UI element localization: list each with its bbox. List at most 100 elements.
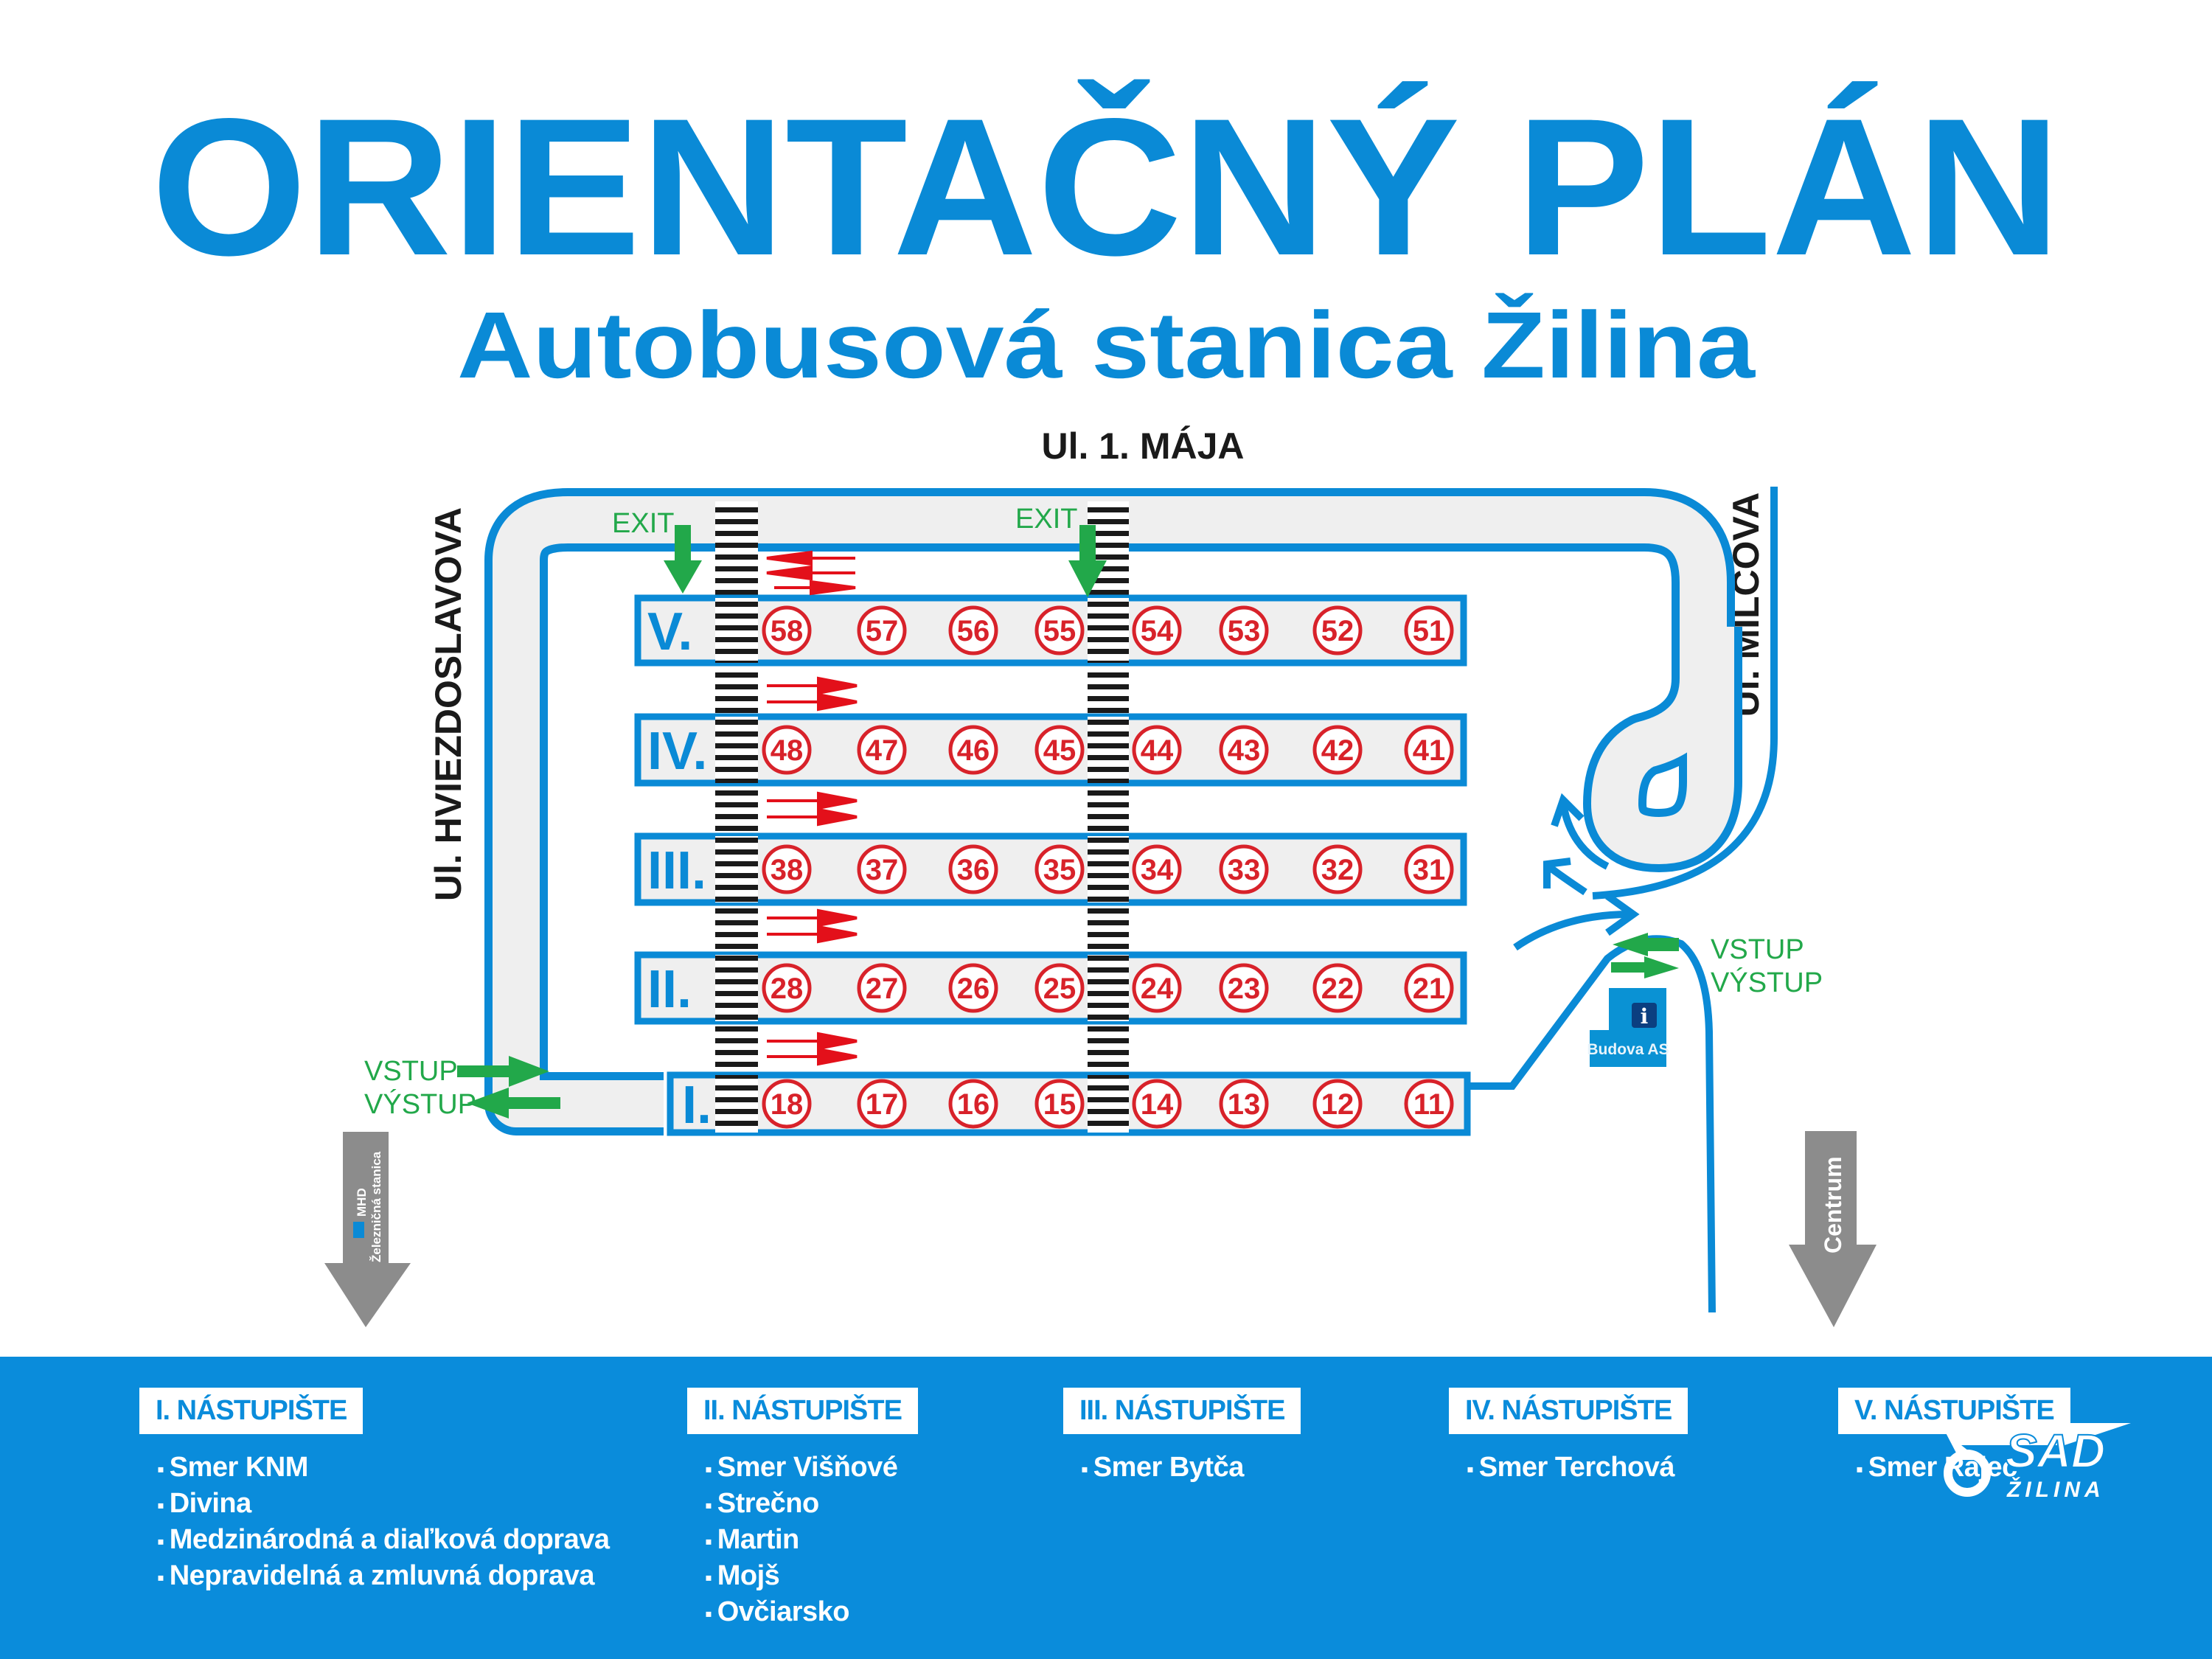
bay-marker [1132, 1079, 1182, 1129]
bay-marker [762, 1079, 812, 1129]
bay-number: 33 [1228, 854, 1261, 886]
exit-road-arrow-right [1611, 956, 1679, 978]
bay-number: 43 [1228, 734, 1261, 767]
bay-number: 44 [1141, 734, 1174, 767]
bay-marker [1404, 844, 1454, 894]
sad-zilina-logo: SAD ŽILINA [1941, 1423, 2131, 1499]
bay-marker [1404, 725, 1454, 775]
bay-number: 57 [866, 615, 899, 647]
bay-marker [948, 605, 998, 655]
entrance-label-right: VSTUP [1711, 934, 1804, 965]
platform-label: IV. [647, 722, 707, 781]
direction-arrow-centrum: Centrum [1789, 1131, 1877, 1327]
bay-marker [1312, 1079, 1363, 1129]
station-map: ORIENTAČNÝ PLÁN Autobusová stanica Žilin… [151, 77, 2061, 1327]
bay-marker [857, 1079, 907, 1129]
bay-number: 24 [1141, 973, 1174, 1005]
bay-number: 28 [771, 973, 804, 1005]
destination-item: Smer Rajec [1856, 1450, 2070, 1486]
entrance-label-left: VSTUP [364, 1056, 458, 1087]
bay-number: 46 [957, 734, 990, 767]
crosswalk-segment [715, 955, 758, 1021]
destination-item: Smer Višňové [705, 1450, 918, 1486]
bay-number: 56 [957, 615, 990, 647]
bay-number: 27 [866, 973, 899, 1005]
bay-number: 48 [771, 734, 804, 767]
legend-platform-2: II. NÁSTUPIŠTESmer VišňovéStrečnoMartinM… [687, 1388, 918, 1631]
bay-number: 13 [1228, 1088, 1261, 1121]
legend-title: V. NÁSTUPIŠTE [1838, 1388, 2070, 1434]
info-icon [1632, 1003, 1657, 1028]
bay-number: 51 [1413, 615, 1446, 647]
bay-number: 35 [1043, 854, 1077, 886]
destination-item: Smer KNM [157, 1450, 609, 1486]
entrance-arrow-left [457, 1056, 549, 1087]
bay-marker [1404, 1079, 1454, 1129]
bay-number: 55 [1043, 615, 1077, 647]
exit-label-right: EXIT [1015, 504, 1077, 535]
destination-item: Mojš [705, 1559, 918, 1595]
destination-item: Medzinárodná a diaľková doprava [157, 1523, 610, 1559]
bay-number: 31 [1413, 854, 1446, 886]
bay-marker [857, 844, 907, 894]
destination-item: Smer Terchová [1467, 1450, 1688, 1486]
crosswalk-segment [715, 598, 758, 663]
station-building[interactable]: i Budova AS [1587, 988, 1669, 1067]
platform-legend: I. NÁSTUPIŠTESmer KNMDivinaMedzinárodná … [0, 1357, 2212, 1659]
bay-number: 41 [1413, 734, 1446, 767]
bay-marker [1404, 605, 1454, 655]
legend-platform-3: III. NÁSTUPIŠTESmer Bytča [1063, 1388, 1301, 1486]
legend-platform-5: V. NÁSTUPIŠTE Smer Rajec [1838, 1388, 2070, 1486]
bay-marker [1312, 844, 1363, 894]
page-title: ORIENTAČNÝ PLÁN [151, 77, 2061, 296]
bay-marker [948, 963, 998, 1013]
bay-marker [1034, 844, 1085, 894]
bay-number: 52 [1321, 615, 1354, 647]
bay-number: 18 [771, 1088, 804, 1121]
page-subtitle: Autobusová stanica Žilina [457, 293, 1756, 398]
bus-icon [353, 1222, 364, 1238]
bay-number: 38 [771, 854, 804, 886]
bay-marker [1219, 963, 1269, 1013]
bay-number: 37 [866, 854, 899, 886]
bay-marker [1034, 1079, 1085, 1129]
svg-text:SAD: SAD [2006, 1425, 2105, 1478]
street-label-top: Ul. 1. MÁJA [1041, 425, 1244, 467]
bay-marker [1034, 605, 1085, 655]
bay-number: 58 [771, 615, 804, 647]
crosswalk-segment [1088, 836, 1129, 902]
bay-marker [857, 963, 907, 1013]
bay-number: 12 [1321, 1088, 1354, 1121]
bay-marker [1219, 605, 1269, 655]
platform-label: I. [682, 1076, 712, 1135]
building-label: Budova AS [1587, 1041, 1669, 1058]
direction-arrow-train-station: MHD Železničná stanica [324, 1132, 411, 1327]
bay-marker [762, 605, 812, 655]
bay-marker [857, 605, 907, 655]
bay-marker [1404, 963, 1454, 1013]
platform-label: II. [647, 960, 692, 1019]
svg-text:MHD: MHD [355, 1188, 369, 1217]
bay-marker [762, 725, 812, 775]
exit-road-label-left: VÝSTUP [364, 1088, 476, 1120]
bay-number: 23 [1228, 973, 1261, 1005]
bay-number: 54 [1141, 615, 1174, 647]
legend-platform-1: I. NÁSTUPIŠTESmer KNMDivinaMedzinárodná … [139, 1388, 610, 1595]
destination-item: Martin [705, 1523, 918, 1559]
bay-number: 17 [866, 1088, 899, 1121]
destination-item: Divina [157, 1486, 609, 1523]
destination-item: Ovčiarsko [705, 1595, 918, 1631]
bay-number: 25 [1043, 973, 1077, 1005]
exit-road-label-right: VÝSTUP [1711, 967, 1823, 998]
bay-marker [1312, 963, 1363, 1013]
legend-destinations: Smer KNMDivinaMedzinárodná a diaľková do… [139, 1450, 610, 1595]
exit-arrow-right [1068, 525, 1107, 597]
destination-item: Nepravidelná a zmluvná doprava [157, 1559, 609, 1595]
legend-title: II. NÁSTUPIŠTE [687, 1388, 918, 1434]
bay-marker [948, 844, 998, 894]
bay-marker [1132, 844, 1182, 894]
legend-title: IV. NÁSTUPIŠTE [1449, 1388, 1688, 1434]
